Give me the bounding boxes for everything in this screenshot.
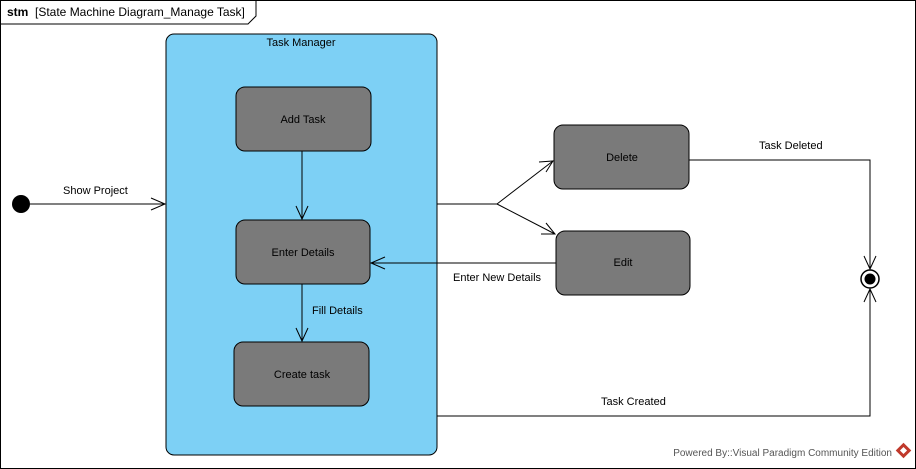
transition-task-deleted[interactable] — [689, 159, 877, 271]
frame-title: [State Machine Diagram_Manage Task] — [35, 5, 245, 19]
transition-show-project[interactable] — [30, 197, 167, 211]
state-add-task-label: Add Task — [280, 114, 326, 126]
state-create-task-label: Create task — [274, 369, 331, 381]
state-add-task[interactable] — [235, 86, 372, 152]
frame-header-tab — [0, 0, 257, 25]
watermark-text: Powered By::Visual Paradigm Community Ed… — [673, 448, 892, 459]
state-delete-label: Delete — [606, 152, 638, 164]
state-enter-details[interactable] — [235, 219, 371, 285]
state-delete[interactable] — [553, 124, 690, 190]
state-enter-details-label: Enter Details — [272, 247, 335, 259]
transition-task-deleted-label: Task Deleted — [759, 140, 823, 152]
transition-task-created[interactable] — [437, 287, 877, 417]
transition-to-delete-edit[interactable] — [437, 160, 557, 235]
state-create-task[interactable] — [233, 341, 370, 407]
final-node-core — [864, 273, 876, 285]
transition-fill-details[interactable] — [295, 284, 309, 343]
transition-show-project-label: Show Project — [63, 185, 128, 197]
state-edit-label: Edit — [614, 257, 633, 269]
transition-fill-details-label: Fill Details — [312, 305, 363, 317]
transition-enter-new-details[interactable] — [369, 256, 556, 270]
composite-state-label: Task Manager — [266, 37, 335, 49]
transition-add-to-enter[interactable] — [295, 151, 309, 221]
transition-task-created-label: Task Created — [601, 396, 666, 408]
transition-enter-new-details-label: Enter New Details — [453, 272, 542, 284]
initial-node[interactable] — [12, 195, 30, 213]
frame-keyword: stm — [7, 5, 28, 19]
